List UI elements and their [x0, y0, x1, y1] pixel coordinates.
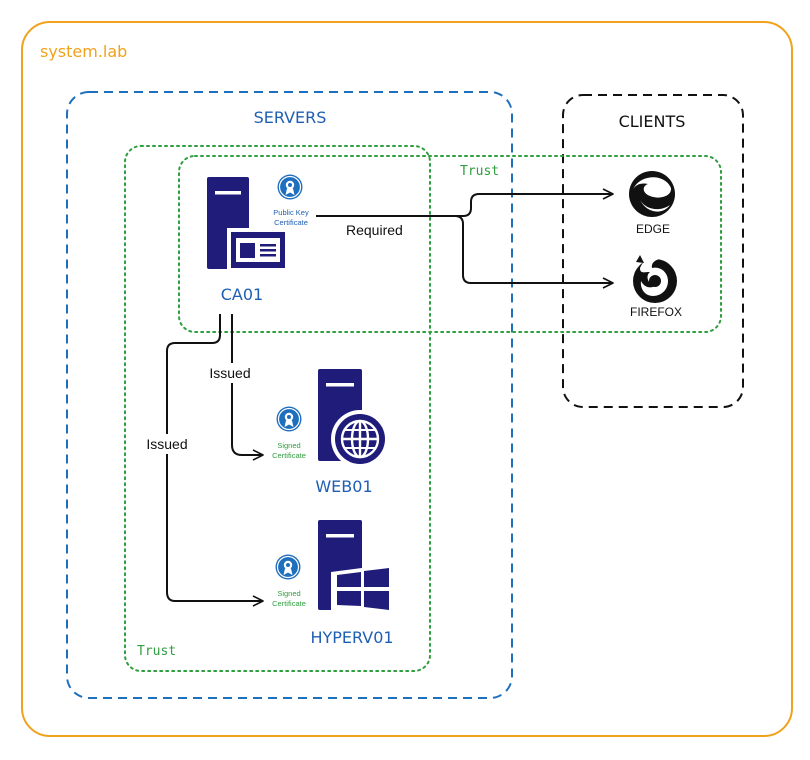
hyperv01-cert-line1: Signed [277, 589, 300, 598]
windows-server-icon [318, 520, 393, 614]
hyperv01-signed-certificate: Signed Certificate [272, 553, 306, 608]
ca01-cert-line2: Certificate [274, 218, 308, 227]
web-server-icon [318, 369, 389, 468]
trust-zone-inner: Trust [178, 155, 722, 333]
node-hyperv01[interactable]: Signed Certificate HYPERV01 [272, 520, 394, 647]
trust-label-outer: Trust [137, 644, 176, 659]
edge-issued-hyperv: Issued [140, 314, 264, 607]
edge-browser-icon [629, 171, 675, 217]
edge-required-label: Required [346, 222, 403, 238]
firefox-browser-icon [633, 255, 677, 303]
clients-group: CLIENTS [562, 94, 744, 408]
node-ca01[interactable]: Public Key Certificate CA01 [207, 173, 309, 305]
certificate-badge-icon [276, 173, 304, 201]
certificate-badge-icon [275, 405, 303, 433]
trust-zone-outer: Trust [124, 145, 431, 672]
certificate-server-icon [207, 177, 289, 272]
servers-label: SERVERS [254, 108, 327, 127]
edge-required: Required [316, 188, 614, 289]
web01-cert-line1: Signed [277, 441, 300, 450]
domain-container: system.lab [21, 21, 793, 737]
edge-issued-web-label: Issued [209, 365, 250, 381]
hyperv01-cert-line2: Certificate [272, 599, 306, 608]
web01-cert-line2: Certificate [272, 451, 306, 460]
node-edge[interactable]: EDGE [629, 171, 675, 236]
hyperv01-label: HYPERV01 [310, 628, 393, 647]
ca01-label: CA01 [221, 285, 263, 304]
node-firefox[interactable]: FIREFOX [630, 255, 682, 319]
servers-group: SERVERS [66, 91, 513, 699]
clients-label: CLIENTS [619, 112, 686, 131]
domain-label: system.lab [40, 42, 127, 61]
ca01-cert-line1: Public Key [273, 208, 309, 217]
trust-label-inner: Trust [460, 164, 499, 179]
web01-label: WEB01 [315, 477, 372, 496]
edge-issued-web: Issued [204, 314, 264, 461]
edge-issued-hyperv-label: Issued [146, 436, 187, 452]
public-key-certificate: Public Key Certificate [273, 173, 309, 227]
certificate-badge-icon [274, 553, 302, 581]
web01-signed-certificate: Signed Certificate [272, 405, 306, 460]
node-web01[interactable]: Signed Certificate WEB01 [272, 369, 389, 496]
firefox-label: FIREFOX [630, 305, 682, 319]
edge-label: EDGE [636, 222, 670, 236]
